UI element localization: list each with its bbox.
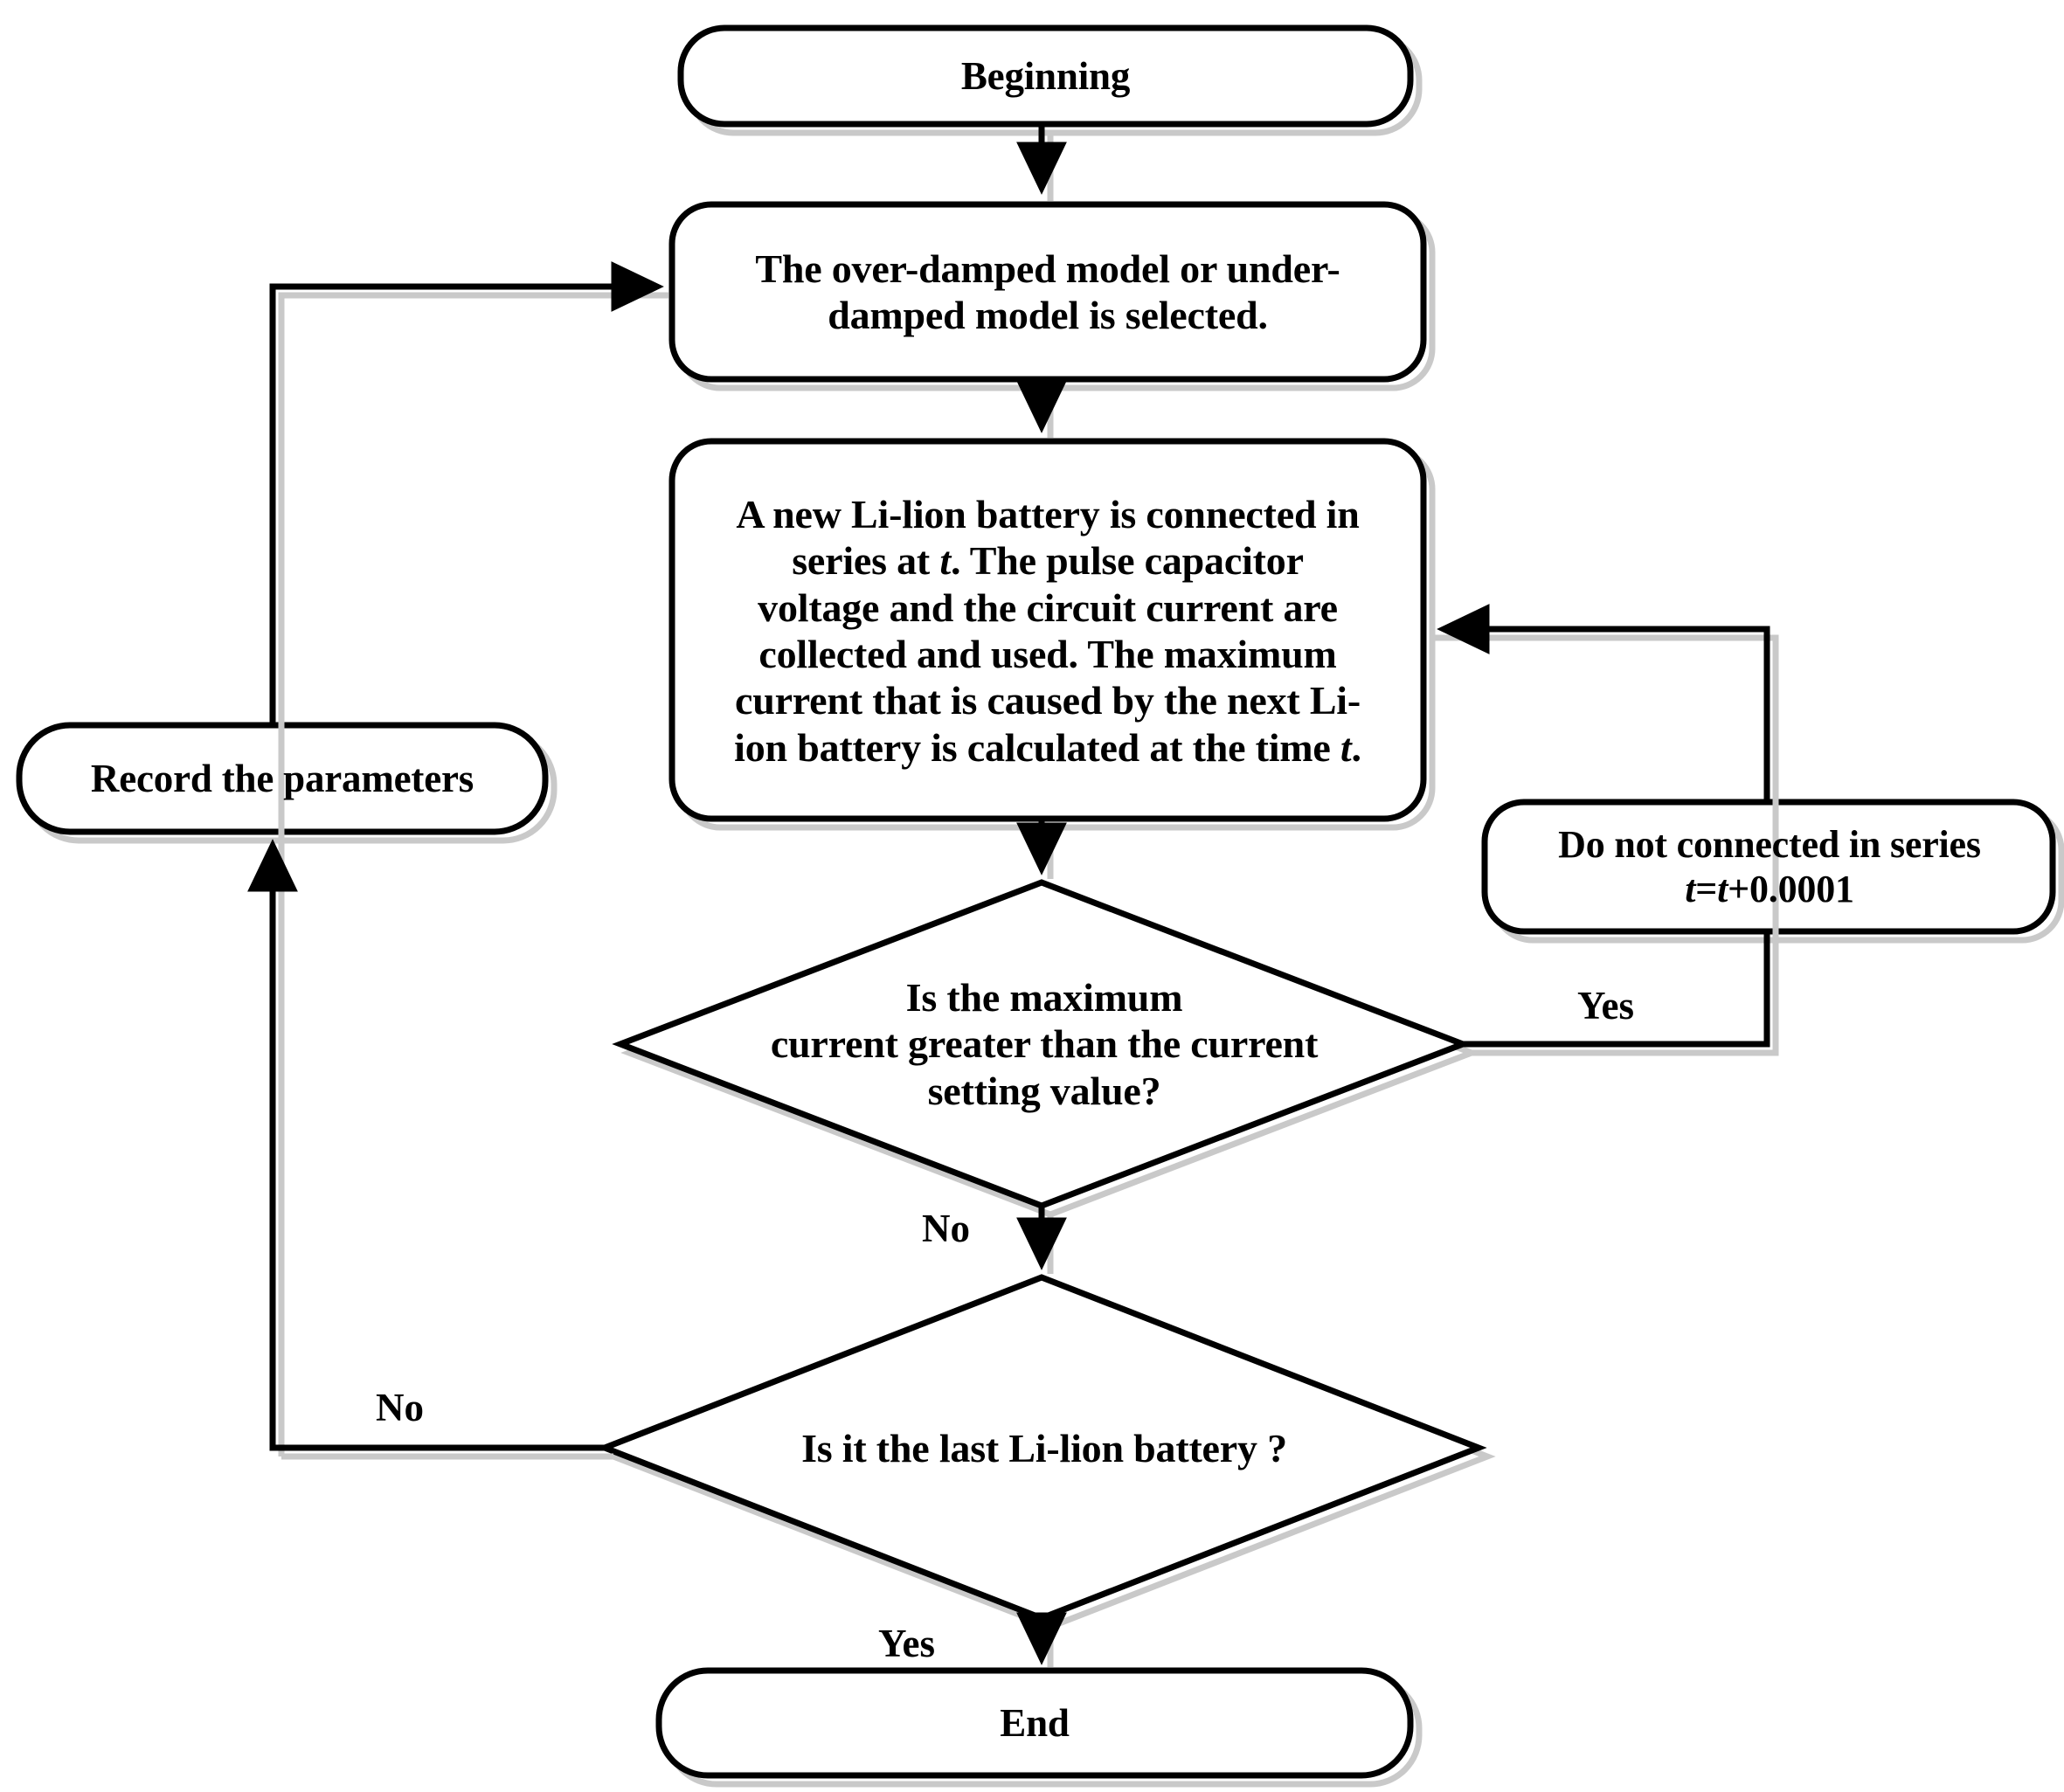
node-model-select-shape — [668, 201, 1427, 383]
edge-label-last-yes: Yes — [878, 1622, 935, 1665]
node-decision-current-shape — [612, 879, 1472, 1209]
edge-decision-current-yes — [1463, 931, 1770, 1048]
edge-record-to-model — [269, 261, 664, 725]
node-calc-shape — [668, 438, 1427, 822]
edge-label-last-no: No — [376, 1386, 424, 1429]
edge-decision-last-no — [247, 839, 605, 1451]
node-beginning-shape — [677, 24, 1414, 128]
node-no-series-shape — [1481, 799, 2056, 935]
edge-label-current-no: No — [922, 1207, 970, 1250]
edge-label-current-yes: Yes — [1577, 984, 1634, 1027]
node-end-shape — [655, 1667, 1414, 1779]
edge-no-series-to-calc — [1437, 604, 1770, 802]
node-decision-last-shape — [596, 1274, 1487, 1622]
